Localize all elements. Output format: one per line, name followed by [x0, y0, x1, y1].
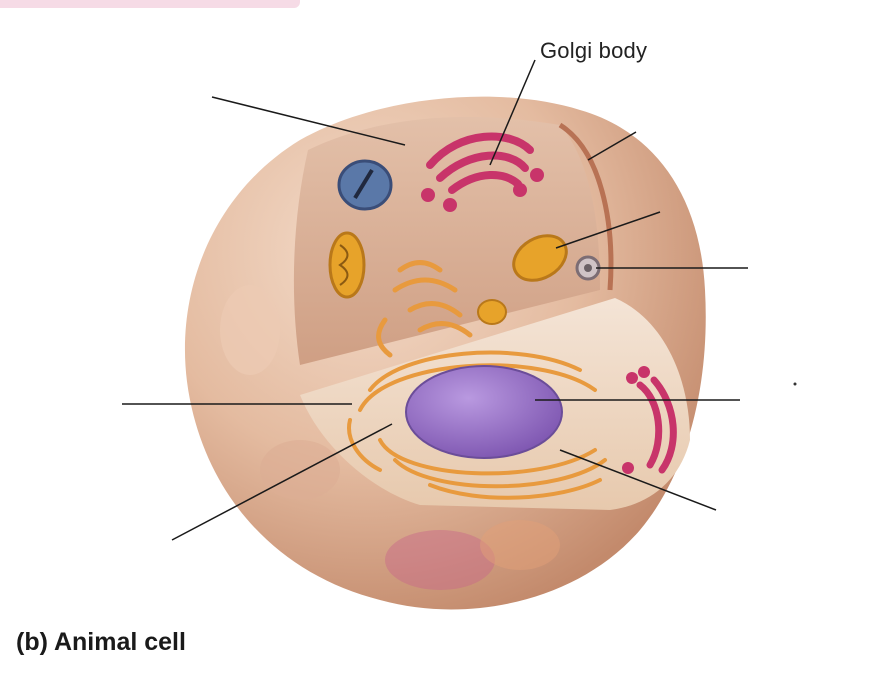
golgi-body-label: Golgi body	[540, 38, 648, 63]
surface-blob	[480, 520, 560, 570]
leader-lines	[122, 59, 748, 541]
mitochondrion	[328, 231, 366, 299]
nucleus	[405, 365, 563, 459]
mitochondrion	[512, 234, 568, 282]
mitochondrion	[477, 299, 507, 325]
surface-blob	[260, 440, 340, 500]
surface-blob	[385, 530, 495, 590]
leader-line-er-right	[559, 449, 717, 511]
leader-line-golgi	[489, 59, 536, 166]
er-upper	[376, 260, 473, 358]
surface-blob	[220, 285, 280, 375]
golgi-right	[636, 376, 677, 474]
leader-line-er-left	[171, 423, 393, 541]
leader-line-cytoplasm	[211, 96, 406, 146]
leader-line-membrane	[587, 131, 637, 161]
figure-caption: (b) Animal cell	[16, 628, 186, 656]
dot-mark	[793, 382, 797, 386]
golgi-body	[426, 132, 534, 194]
leader-line-mitochondrion	[555, 211, 661, 249]
membrane-rim	[558, 122, 614, 291]
top-pink-strip	[0, 0, 300, 8]
